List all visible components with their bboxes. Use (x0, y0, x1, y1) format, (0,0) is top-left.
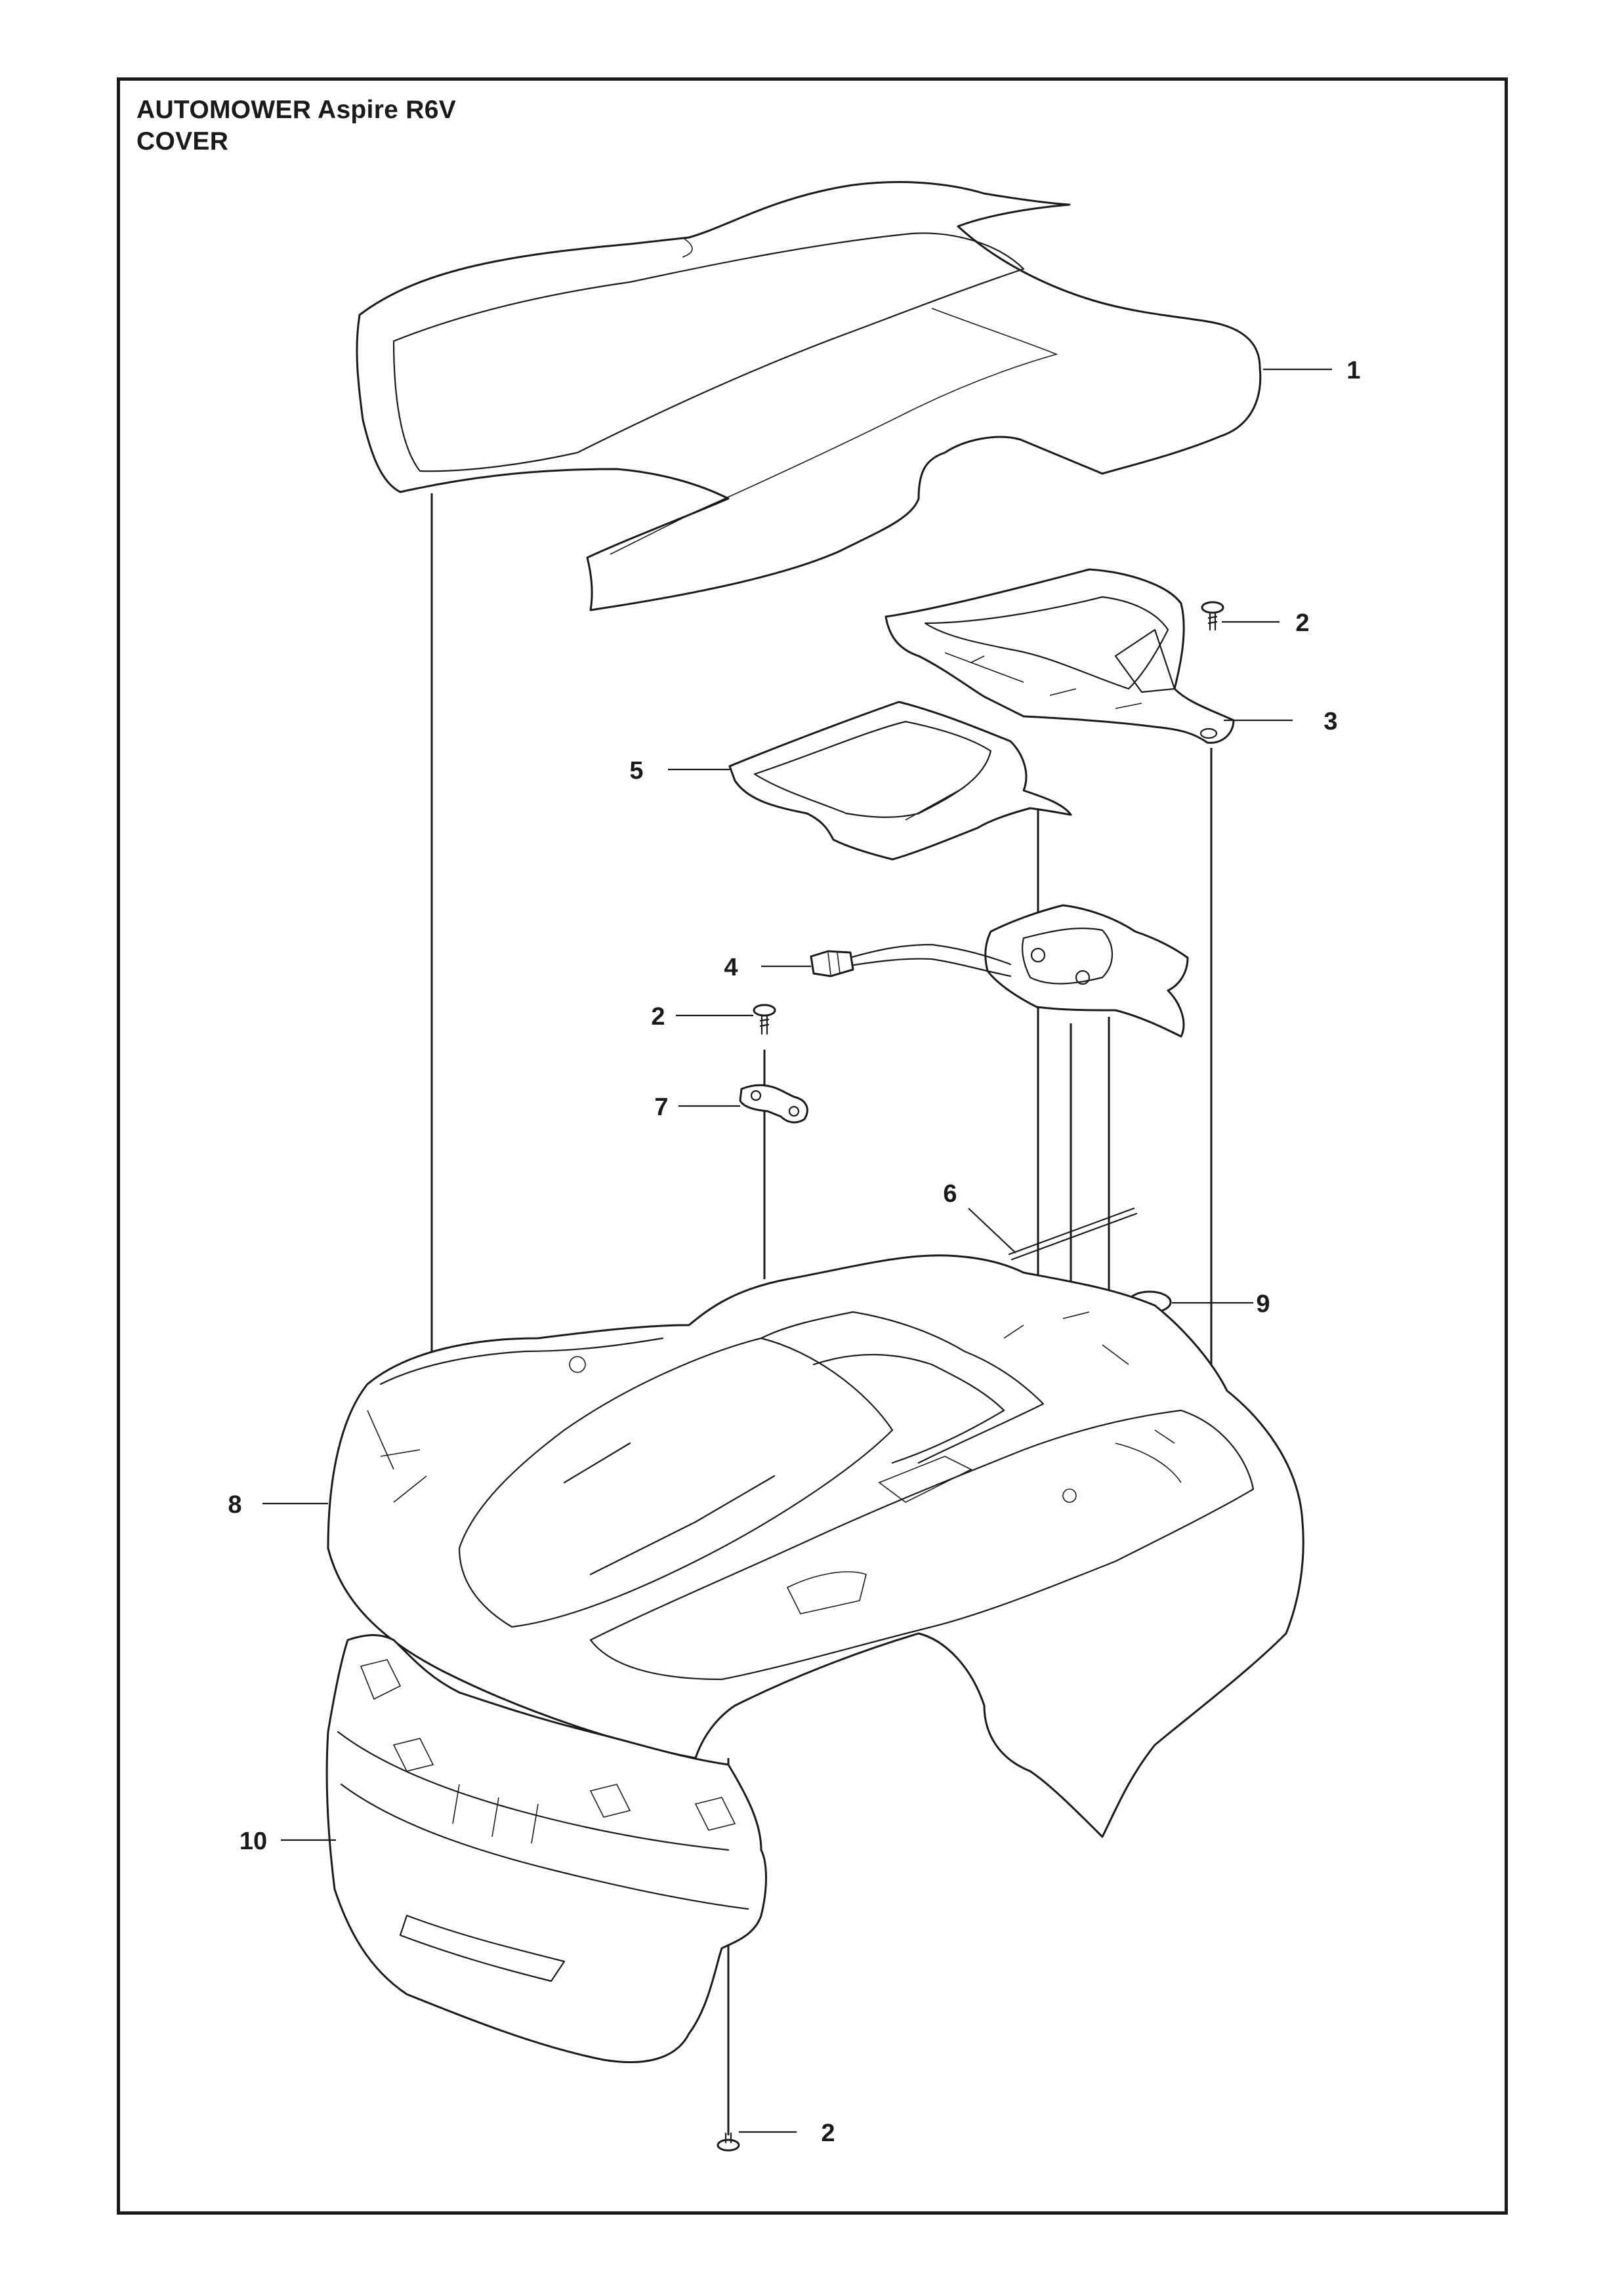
callout-4: 4 (724, 954, 738, 981)
hatch-lid-part (728, 701, 1072, 861)
callout-10: 10 (239, 1828, 267, 1855)
callout-1: 1 (1346, 357, 1360, 384)
chassis-cover-part (327, 1254, 1304, 1838)
clamp-part (739, 1084, 808, 1124)
callout-2-middle: 2 (651, 1003, 665, 1031)
callout-labels: 1 2 3 5 4 2 7 6 9 8 10 2 (228, 357, 1360, 2147)
callout-7: 7 (654, 1094, 668, 1121)
callout-6: 6 (943, 1180, 957, 1208)
callout-2-top: 2 (1295, 609, 1309, 637)
callout-8: 8 (228, 1491, 241, 1519)
callout-9: 9 (1256, 1290, 1270, 1318)
front-bumper-part (325, 1634, 767, 2064)
screw-part-top (1201, 601, 1224, 631)
callout-2-bottom: 2 (821, 2120, 835, 2147)
callout-3: 3 (1323, 708, 1337, 735)
diagram-title: AUTOMOWER Aspire R6V (136, 96, 457, 124)
callout-5: 5 (629, 757, 643, 785)
screw-part-middle (753, 1004, 776, 1035)
screw-part-bottom (717, 2132, 740, 2152)
diagram-subtitle: COVER (136, 127, 229, 155)
leader-lines (262, 368, 1332, 2133)
top-cover-part (356, 181, 1262, 611)
seal-strip-part (1008, 1207, 1138, 1261)
handle-bracket-part (885, 568, 1235, 744)
sensor-assembly-part (810, 904, 1189, 1038)
